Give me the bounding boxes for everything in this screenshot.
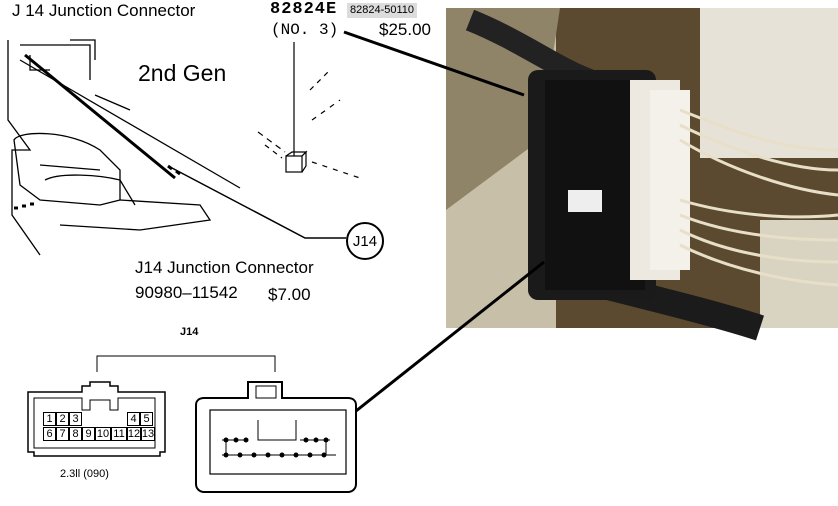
pin-7: 7: [56, 427, 69, 441]
price-secondary: $7.00: [268, 285, 311, 304]
pin-10: 10: [95, 427, 111, 441]
j14-leader-line: [171, 167, 346, 239]
photo-leader-bottom: [355, 260, 545, 413]
harness-dashes: [14, 164, 181, 210]
pin-11: 11: [111, 427, 127, 441]
connector-face-left: [27, 381, 166, 457]
small-connector-sketch: [257, 42, 361, 179]
caption-line1: J14 Junction Connector: [135, 258, 314, 277]
caption-line2: 90980–11542: [135, 283, 238, 302]
page-title: J 14 Junction Connector: [12, 1, 196, 20]
diagram-label: J14: [180, 326, 199, 338]
part-code: 82824E: [270, 0, 338, 19]
connector-photo: [446, 8, 838, 341]
part-variant: (NO. 3): [271, 21, 339, 39]
pin-2: 2: [56, 412, 69, 426]
vehicle-sketch: [7, 39, 241, 256]
pin-1: 1: [43, 412, 56, 426]
pin-8: 8: [69, 427, 82, 441]
price-primary: $25.00: [379, 20, 431, 39]
generation-label: 2nd Gen: [138, 60, 227, 86]
pin-5: 5: [140, 412, 153, 426]
pin-3: 3: [69, 412, 82, 426]
connector-label: 2.3ll (090): [60, 468, 109, 480]
pin-4: 4: [127, 412, 140, 426]
connector-face-right: [195, 381, 357, 493]
j14-callout-text: J14: [352, 232, 378, 250]
pin-12: 12: [127, 427, 141, 441]
j14-bracket: [96, 355, 276, 372]
connector-right-pins: [222, 437, 336, 458]
part-number-alt: 82824-50110: [347, 3, 418, 18]
j14-callout-bubble: J14: [346, 222, 384, 260]
pin-13: 13: [141, 427, 155, 441]
pin-9: 9: [82, 427, 95, 441]
pin-6: 6: [43, 427, 56, 441]
photo-leader-top: [343, 30, 525, 97]
